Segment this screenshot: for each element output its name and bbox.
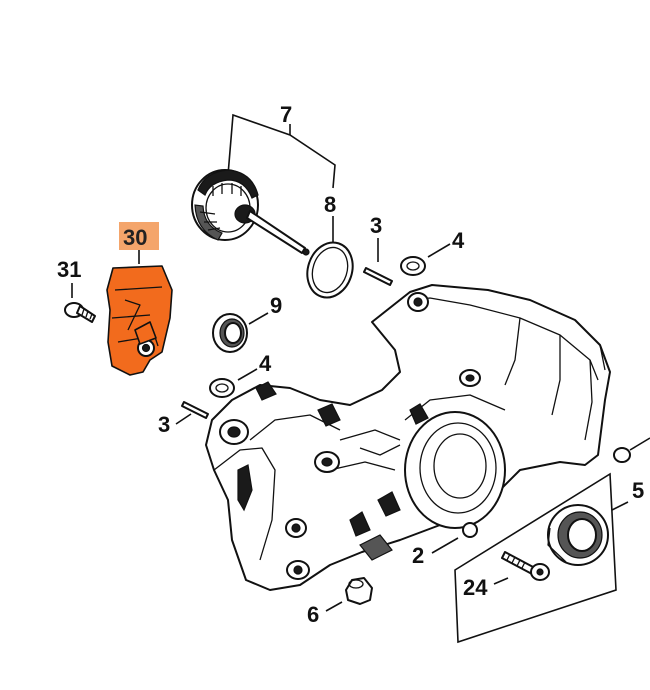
callout-6[interactable]: 6 <box>307 602 319 627</box>
callout-4-upper[interactable]: 4 <box>452 228 465 253</box>
callout-9[interactable]: 9 <box>270 293 282 318</box>
part-3-pin-lower[interactable] <box>181 401 209 419</box>
crankcase-housing[interactable] <box>205 284 611 591</box>
callout-3-upper[interactable]: 3 <box>370 213 382 238</box>
callout-2[interactable]: 2 <box>412 543 424 568</box>
callout-30[interactable]: 30 <box>123 225 147 250</box>
callout-8[interactable]: 8 <box>324 192 336 217</box>
part-30-guide-plate[interactable] <box>106 265 173 376</box>
leader-6 <box>325 601 343 612</box>
part-8-o-ring[interactable] <box>300 237 359 304</box>
leader-24 <box>493 577 509 585</box>
leader-9 <box>248 312 269 325</box>
part-9-seal[interactable] <box>212 313 248 353</box>
callout-3-lower[interactable]: 3 <box>158 412 170 437</box>
part-31-screw[interactable] <box>64 302 96 323</box>
bracket-7 <box>227 113 336 189</box>
callout-31[interactable]: 31 <box>57 257 81 282</box>
part-7-assembly[interactable] <box>191 169 310 256</box>
part-4-washer-upper[interactable] <box>400 256 426 276</box>
part-6-plug[interactable] <box>345 577 373 605</box>
part-4-washer-lower[interactable] <box>209 378 235 398</box>
leader-4-upper <box>427 243 451 258</box>
callout-24[interactable]: 24 <box>463 575 488 600</box>
leader-3-lower <box>175 413 192 425</box>
part-3-pin-upper[interactable] <box>363 267 393 286</box>
callout-30-highlight <box>119 222 159 250</box>
callout-4-lower[interactable]: 4 <box>259 351 272 376</box>
part-2-dowel[interactable] <box>462 522 478 538</box>
part-stud-right[interactable] <box>613 437 650 463</box>
leader-4-lower <box>237 368 258 381</box>
callout-5[interactable]: 5 <box>632 478 644 503</box>
callout-7[interactable]: 7 <box>280 102 292 127</box>
part-24-screw[interactable] <box>501 551 550 581</box>
leader-2 <box>431 537 459 554</box>
bracket-5-24 <box>454 472 629 644</box>
part-5-bearing[interactable] <box>547 504 609 566</box>
